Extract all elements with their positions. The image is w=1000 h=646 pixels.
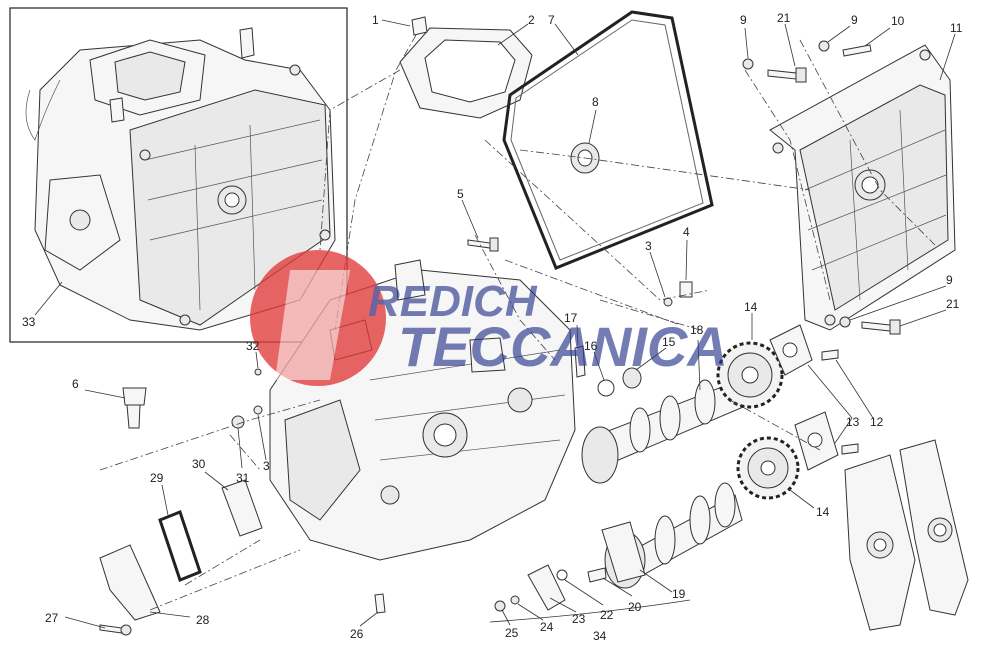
callout-3a: 3 [645, 239, 652, 253]
callout-20: 20 [628, 600, 642, 614]
intake-flange [399, 27, 533, 119]
valve-cover [769, 44, 956, 331]
callout-9a: 9 [740, 13, 747, 27]
callout-11: 11 [950, 21, 963, 35]
callout-3b: 3 [263, 459, 270, 473]
watermark-line-1: REDICH [368, 277, 538, 326]
callout-19: 19 [672, 587, 686, 601]
callout-32: 32 [246, 339, 260, 353]
callout-31: 31 [236, 471, 250, 485]
callout-21a: 21 [777, 11, 791, 25]
callout-34: 34 [593, 629, 607, 643]
callout-14a: 14 [744, 300, 758, 314]
callout-24: 24 [540, 620, 554, 634]
callout-7: 7 [548, 13, 555, 27]
callout-9c: 9 [946, 273, 953, 287]
callout-22: 22 [600, 608, 614, 622]
callout-2: 2 [528, 13, 535, 27]
callout-1: 1 [372, 13, 379, 27]
callout-6: 6 [72, 377, 79, 391]
callout-27: 27 [45, 611, 59, 625]
sprocket-lower [736, 436, 800, 500]
callout-23: 23 [572, 612, 586, 626]
callout-15: 15 [662, 335, 676, 349]
camshaft-caps [844, 439, 969, 631]
callout-28: 28 [196, 613, 210, 627]
callout-21b: 21 [946, 297, 960, 311]
callout-numbers: 1 2 7 8 9 21 9 10 11 5 3 4 14 17 16 15 1… [22, 11, 963, 643]
callout-4: 4 [683, 225, 690, 239]
watermark-line-2: TECCANICA [398, 315, 728, 378]
leader-lines [34, 19, 956, 629]
callout-8: 8 [592, 95, 599, 109]
callout-29: 29 [150, 471, 164, 485]
callout-14b: 14 [816, 505, 830, 519]
callout-18: 18 [690, 323, 704, 337]
sprocket-upper [716, 341, 784, 409]
callout-10: 10 [891, 14, 905, 28]
callout-9b: 9 [851, 13, 858, 27]
watermark-red-circle [250, 250, 386, 386]
callout-30: 30 [192, 457, 206, 471]
callout-26: 26 [350, 627, 364, 641]
callout-12: 12 [870, 415, 884, 429]
watermark-logo: REDICH TECCANICA [250, 250, 728, 386]
camshaft-upper [581, 379, 749, 484]
valve-cover-gasket [502, 10, 714, 270]
callout-25: 25 [505, 626, 519, 640]
callout-17: 17 [564, 311, 578, 325]
bearing-support-plates [769, 324, 839, 471]
callout-33: 33 [22, 315, 36, 329]
callout-5: 5 [457, 187, 464, 201]
assembly-lines [99, 34, 936, 611]
callout-13: 13 [846, 415, 860, 429]
small-hardware [99, 16, 901, 636]
callout-16: 16 [584, 339, 598, 353]
